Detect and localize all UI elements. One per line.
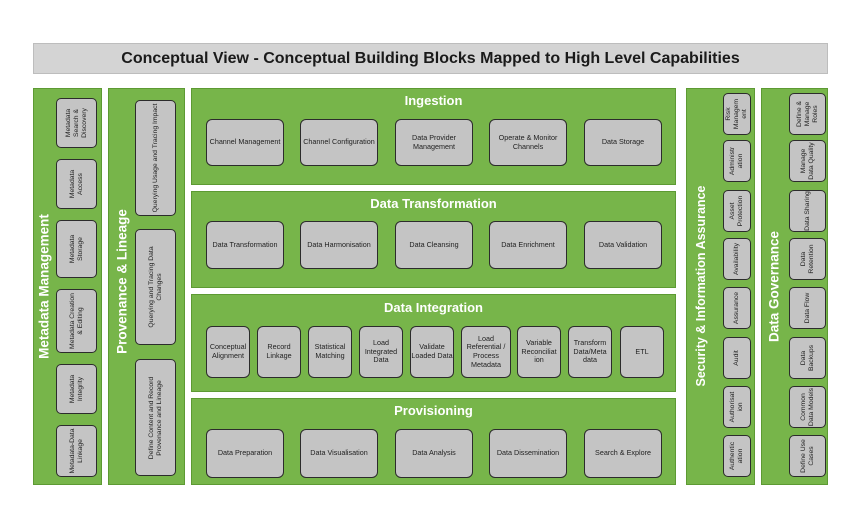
transform-data-metadata-box[interactable]: Transform Data/Meta data [568,326,612,378]
data-cleansing-box[interactable]: Data Cleansing [395,221,473,269]
metadata-creation-box[interactable]: Metadata Creation & Editing [56,289,97,353]
governance-title: Data Governance [766,230,782,343]
integration-title: Data Integration [384,300,483,315]
define-use-cases-box[interactable]: Define Use Cases [789,435,826,477]
data-visualisation-box[interactable]: Data Visualisation [300,429,378,478]
data-harmonisation-box[interactable]: Data Harmonisation [300,221,378,269]
common-data-models-box[interactable]: Common Data Models [789,386,826,428]
data-storage-box[interactable]: Data Storage [584,119,662,166]
authorisation-box[interactable]: Authorisat ion [723,386,751,428]
load-integrated-data-box[interactable]: Load Integrated Data [359,326,403,378]
metadata-access-box[interactable]: Metadata Access [56,159,97,209]
metadata-storage-box[interactable]: Metadata Storage [56,220,97,278]
ingestion-title: Ingestion [404,93,463,108]
data-backups-box[interactable]: Data Backups [789,337,826,379]
provenance-title: Provenance & Lineage [114,209,130,354]
transformation-panel: Data Transformation Data Transformation … [191,191,676,288]
search-explore-box[interactable]: Search & Explore [584,429,662,478]
data-preparation-box[interactable]: Data Preparation [206,429,284,478]
etl-box[interactable]: ETL [620,326,664,378]
risk-management-box[interactable]: Risk Managem ent [723,93,751,135]
provisioning-title: Provisioning [394,403,473,418]
data-analysis-box[interactable]: Data Analysis [395,429,473,478]
define-provenance-box[interactable]: Define Content and Record Provenance and… [135,359,176,476]
metadata-linkage-box[interactable]: Metadata-Data Linkage [56,425,97,477]
statistical-matching-box[interactable]: Statistical Matching [308,326,352,378]
authentication-box[interactable]: Authentic ation [723,435,751,477]
validate-loaded-data-box[interactable]: Validate Loaded Data [410,326,454,378]
variable-reconciliation-box[interactable]: Variable Reconciliat ion [517,326,561,378]
transformation-title: Data Transformation [370,196,497,211]
record-linkage-box[interactable]: Record Linkage [257,326,301,378]
data-validation-box[interactable]: Data Validation [584,221,662,269]
provenance-panel: Provenance & Lineage Querying Usage and … [108,88,185,485]
security-panel: Security & Information Assurance Risk Ma… [686,88,755,485]
audit-box[interactable]: Audit [723,337,751,379]
metadata-management-title: Metadata Management [36,214,52,359]
asset-protection-box[interactable]: Asset Protection [723,190,751,232]
data-sharing-box[interactable]: Data Sharing [789,190,826,232]
conceptual-alignment-box[interactable]: Conceptual Alignment [206,326,250,378]
data-flow-box[interactable]: Data Flow [789,287,826,329]
page-title: Conceptual View - Conceptual Building Bl… [33,43,828,74]
integration-panel: Data Integration Conceptual Alignment Re… [191,294,676,392]
availability-box[interactable]: Availability [723,238,751,280]
provisioning-panel: Provisioning Data Preparation Data Visua… [191,398,676,485]
security-title: Security & Information Assurance [694,185,708,387]
ingestion-panel: Ingestion Channel Management Channel Con… [191,88,676,185]
manage-data-quality-box[interactable]: Manage Data Quality [789,140,826,182]
metadata-management-panel: Metadata Management Metadata Search & Di… [33,88,102,485]
administration-box[interactable]: Administr ation [723,140,751,182]
querying-usage-box[interactable]: Querying Usage and Tracing Impact [135,100,176,216]
data-enrichment-box[interactable]: Data Enrichment [489,221,567,269]
data-transformation-box[interactable]: Data Transformation [206,221,284,269]
channel-management-box[interactable]: Channel Management [206,119,284,166]
governance-panel: Data Governance Define & Manage Roles Ma… [761,88,828,485]
metadata-search-box[interactable]: Metadata Search & Discovery [56,98,97,148]
metadata-integrity-box[interactable]: Metadata Integrity [56,364,97,414]
assurance-box[interactable]: Assurance [723,287,751,329]
channel-configuration-box[interactable]: Channel Configuration [300,119,378,166]
data-dissemination-box[interactable]: Data Dissemination [489,429,567,478]
define-manage-roles-box[interactable]: Define & Manage Roles [789,93,826,135]
querying-tracing-box[interactable]: Querying and Tracing Data Changes [135,229,176,345]
operate-monitor-box[interactable]: Operate & Monitor Channels [489,119,567,166]
load-referential-box[interactable]: Load Referential / Process Metadata [461,326,511,378]
data-provider-management-box[interactable]: Data Provider Management [395,119,473,166]
data-retention-box[interactable]: Data Retention [789,238,826,280]
